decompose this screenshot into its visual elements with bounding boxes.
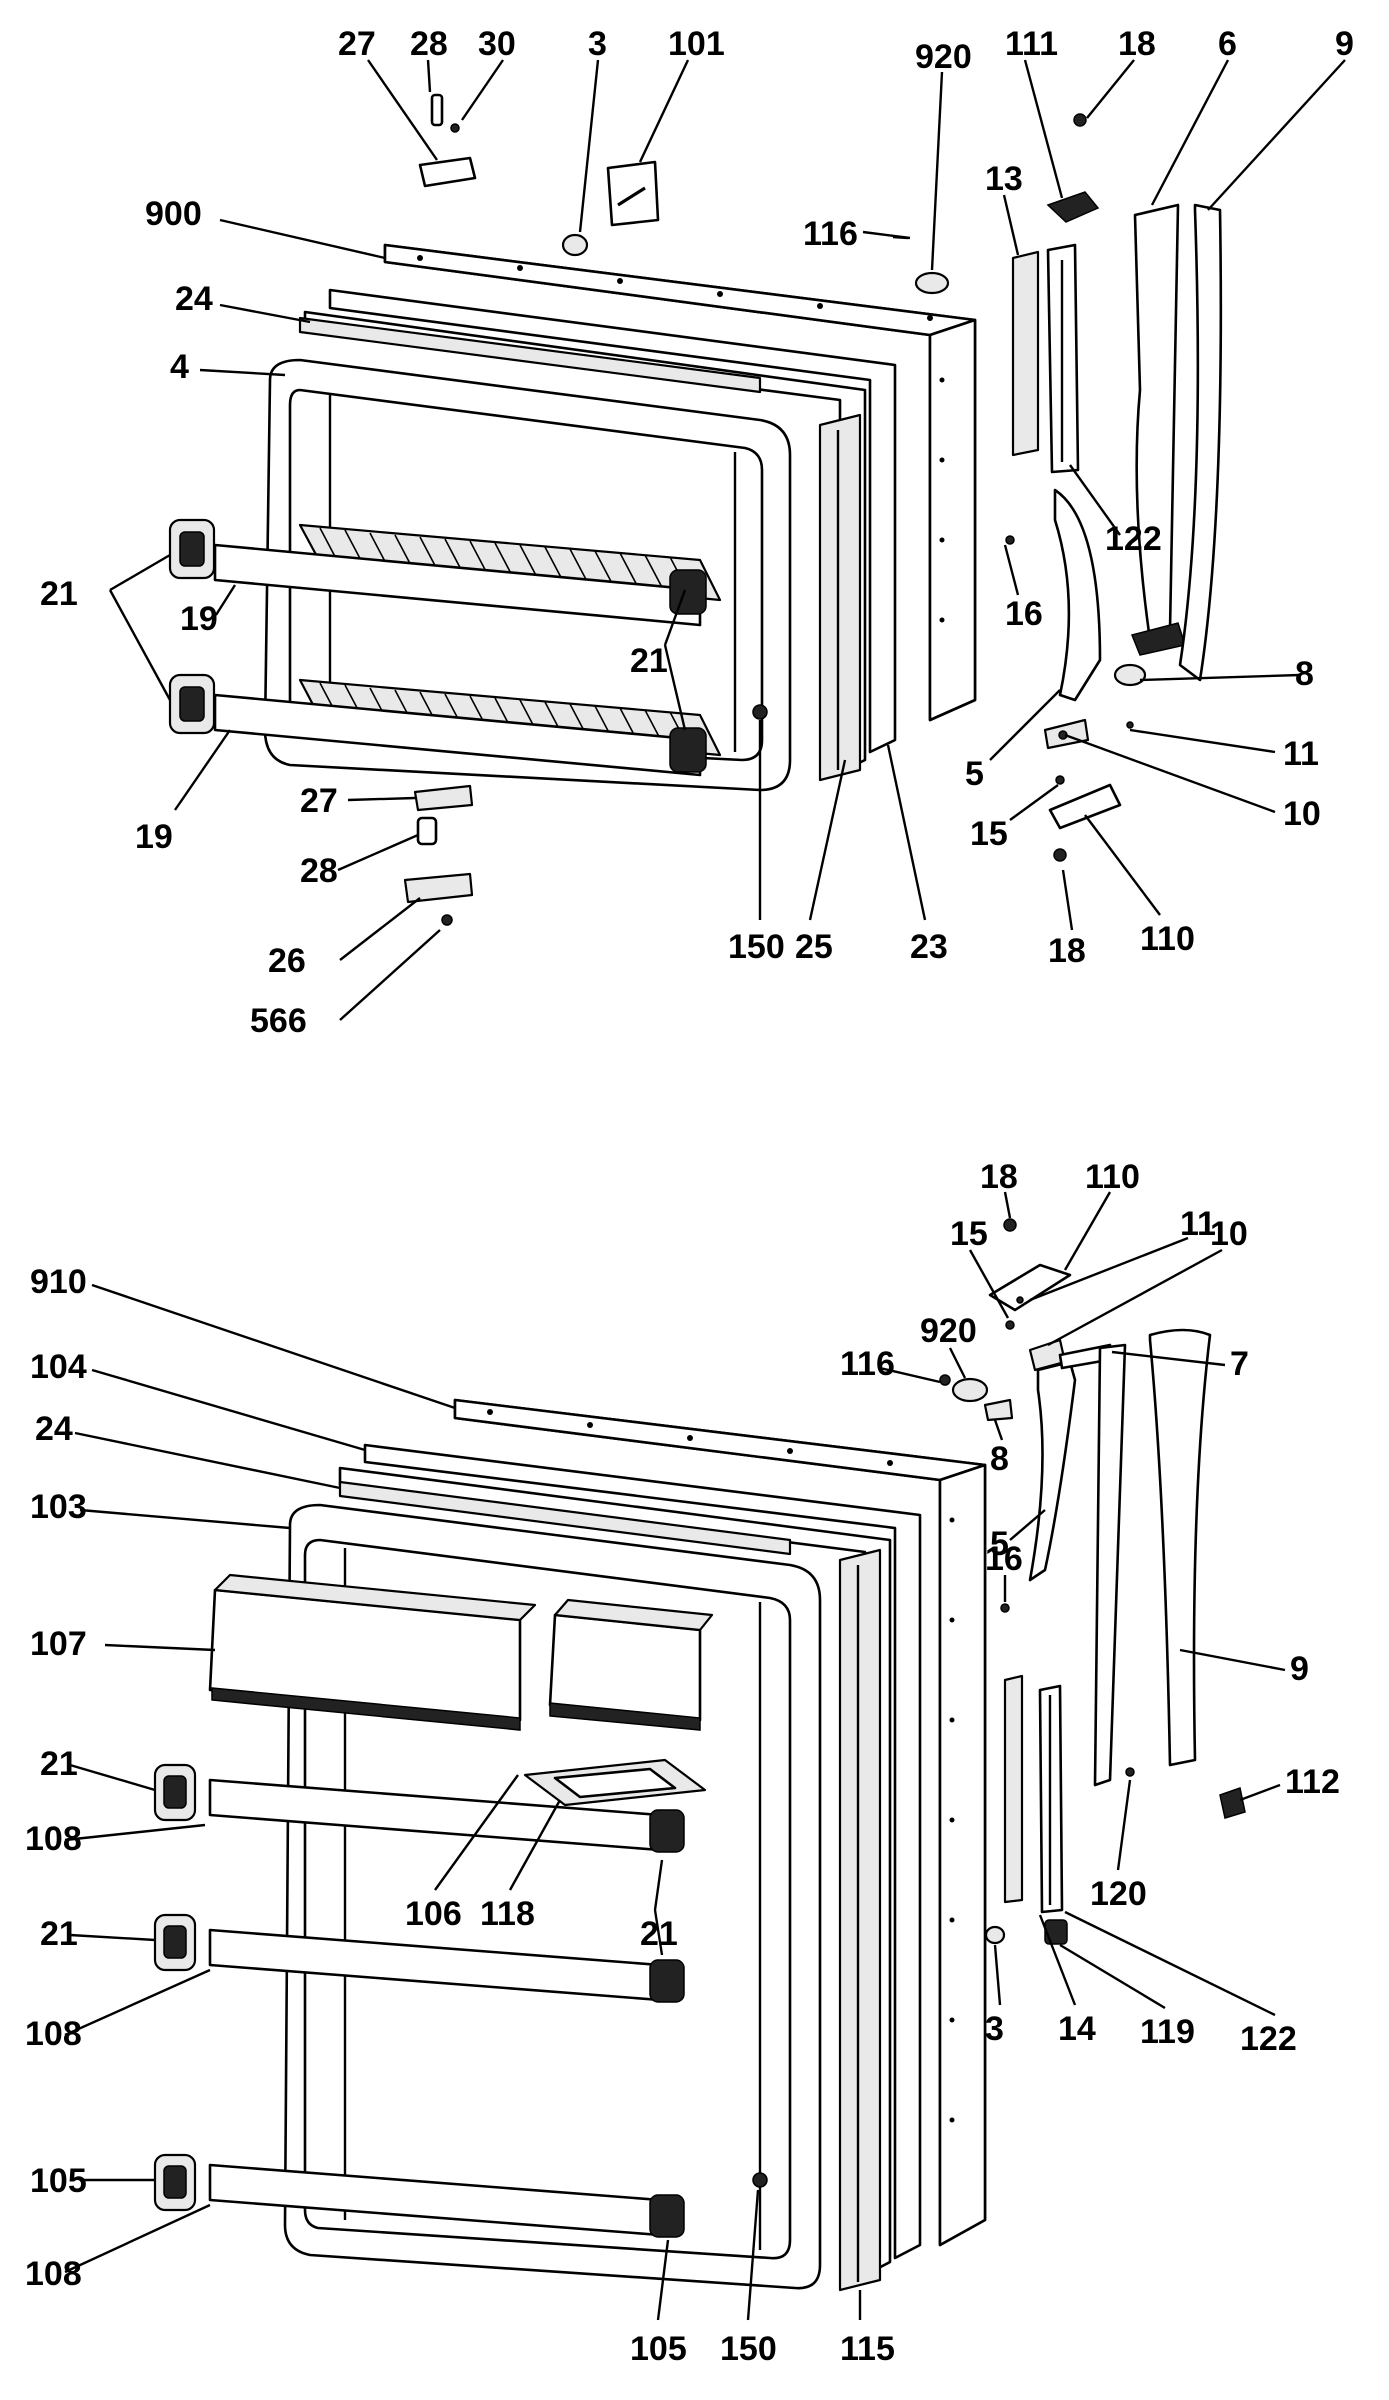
- callout-105-1: 105: [30, 2162, 87, 2200]
- callout-9: 9: [1335, 25, 1354, 63]
- outer-door-panel: [383, 243, 977, 722]
- callout-108-3: 108: [25, 2255, 82, 2293]
- retainer-clips-bottom: [153, 1763, 768, 2238]
- callout-150: 150: [728, 928, 785, 966]
- callout-104: 104: [30, 1348, 87, 1386]
- callout-8-b: 8: [990, 1440, 1009, 1478]
- callout-14: 14: [1058, 2010, 1096, 2048]
- callout-28: 28: [410, 25, 448, 63]
- dairy-compartment: [208, 1573, 714, 1731]
- callout-7: 7: [1230, 1345, 1249, 1383]
- callout-116-b: 116: [840, 1345, 895, 1383]
- callout-920: 920: [915, 38, 972, 76]
- callout-108-1: 108: [25, 1820, 82, 1858]
- breaker-strip-bottom: [338, 1480, 792, 1556]
- callout-27: 27: [338, 25, 376, 63]
- callout-16-b: 16: [985, 1540, 1023, 1578]
- callout-118: 118: [480, 1895, 535, 1933]
- callout-9-b: 9: [1290, 1650, 1309, 1688]
- callout-103: 103: [30, 1488, 87, 1526]
- right-hinge-hardware: [1005, 113, 1223, 862]
- callout-19-upper: 19: [180, 600, 218, 638]
- right-hinge-hardware-bottom: [939, 1218, 1246, 1945]
- callout-105-2: 105: [630, 2330, 687, 2368]
- callout-10-b: 10: [1210, 1215, 1248, 1253]
- callout-11-b: 11: [1180, 1205, 1216, 1243]
- callout-24: 24: [175, 280, 213, 318]
- top-callouts: 27 28 30 3 101 920 111 18 6 9 900 116 13…: [40, 25, 1354, 1040]
- callout-30: 30: [478, 25, 516, 63]
- callout-18: 18: [1118, 25, 1156, 63]
- callout-15-b: 15: [950, 1215, 988, 1253]
- callout-108-2: 108: [25, 2015, 82, 2053]
- callout-110: 110: [1140, 920, 1195, 958]
- bottom-leader-lines: [64, 1191, 1286, 2321]
- freezer-shelf-lower: [213, 678, 722, 777]
- callout-115: 115: [840, 2330, 895, 2368]
- callout-16: 16: [1005, 595, 1043, 633]
- callout-5: 5: [965, 755, 984, 793]
- door-shelves: [208, 1778, 662, 2237]
- callout-8: 8: [1295, 655, 1314, 693]
- callout-122-b: 122: [1240, 2020, 1297, 2058]
- top-hinge-hardware: [418, 93, 950, 295]
- bottom-callouts: 18 110 15 11 10 920 116 910 7 104 24 8 1…: [25, 1158, 1340, 2368]
- callout-3-b: 3: [985, 2010, 1004, 2048]
- callout-107: 107: [30, 1625, 87, 1663]
- callout-5-b: 5: [990, 1525, 1009, 1563]
- callout-23: 23: [910, 928, 948, 966]
- callout-116: 116: [803, 215, 858, 253]
- callout-15: 15: [970, 815, 1008, 853]
- fresh-food-door-assembly: 18 110 15 11 10 920 116 910 7 104 24 8 1…: [25, 1158, 1340, 2368]
- callout-27-lower: 27: [300, 782, 338, 820]
- callout-120: 120: [1090, 1875, 1147, 1913]
- callout-101: 101: [668, 25, 725, 63]
- callout-111: 111: [1005, 25, 1058, 63]
- callout-28-lower: 28: [300, 852, 338, 890]
- callout-566: 566: [250, 1002, 307, 1040]
- butter-tray: [523, 1758, 707, 1807]
- callout-21-mid: 21: [630, 642, 668, 680]
- callout-26: 26: [268, 942, 306, 980]
- callout-112: 112: [1285, 1763, 1340, 1801]
- callout-24-b: 24: [35, 1410, 73, 1448]
- callout-110-b: 110: [1085, 1158, 1140, 1196]
- callout-21-b2: 21: [640, 1915, 678, 1953]
- outer-door-panel-bottom: [453, 1398, 987, 2247]
- callout-19-lower: 19: [135, 818, 173, 856]
- callout-119: 119: [1140, 2013, 1195, 2051]
- callout-10: 10: [1283, 795, 1321, 833]
- callout-6: 6: [1218, 25, 1237, 63]
- top-leader-lines: [108, 59, 1346, 1021]
- callout-21-top: 21: [40, 575, 78, 613]
- bottom-hinge-hardware: [403, 704, 768, 926]
- shelf-retainer-clips: [168, 518, 707, 773]
- callout-106: 106: [405, 1895, 462, 1933]
- freezer-door-assembly: 27 28 30 3 101 920 111 18 6 9 900 116 13…: [40, 25, 1354, 1040]
- callout-18-lower: 18: [1048, 932, 1086, 970]
- callout-3: 3: [588, 25, 607, 63]
- callout-4: 4: [170, 348, 189, 386]
- callout-910: 910: [30, 1263, 87, 1301]
- callout-920-b: 920: [920, 1312, 977, 1350]
- callout-150-b: 150: [720, 2330, 777, 2368]
- callout-25: 25: [795, 928, 833, 966]
- callout-21-b3: 21: [40, 1915, 78, 1953]
- callout-122: 122: [1105, 520, 1162, 558]
- breaker-strip: [298, 316, 762, 394]
- callout-21-b1: 21: [40, 1745, 78, 1783]
- callout-18-b: 18: [980, 1158, 1018, 1196]
- callout-900: 900: [145, 195, 202, 233]
- callout-13: 13: [985, 160, 1023, 198]
- callout-11: 11: [1283, 735, 1319, 773]
